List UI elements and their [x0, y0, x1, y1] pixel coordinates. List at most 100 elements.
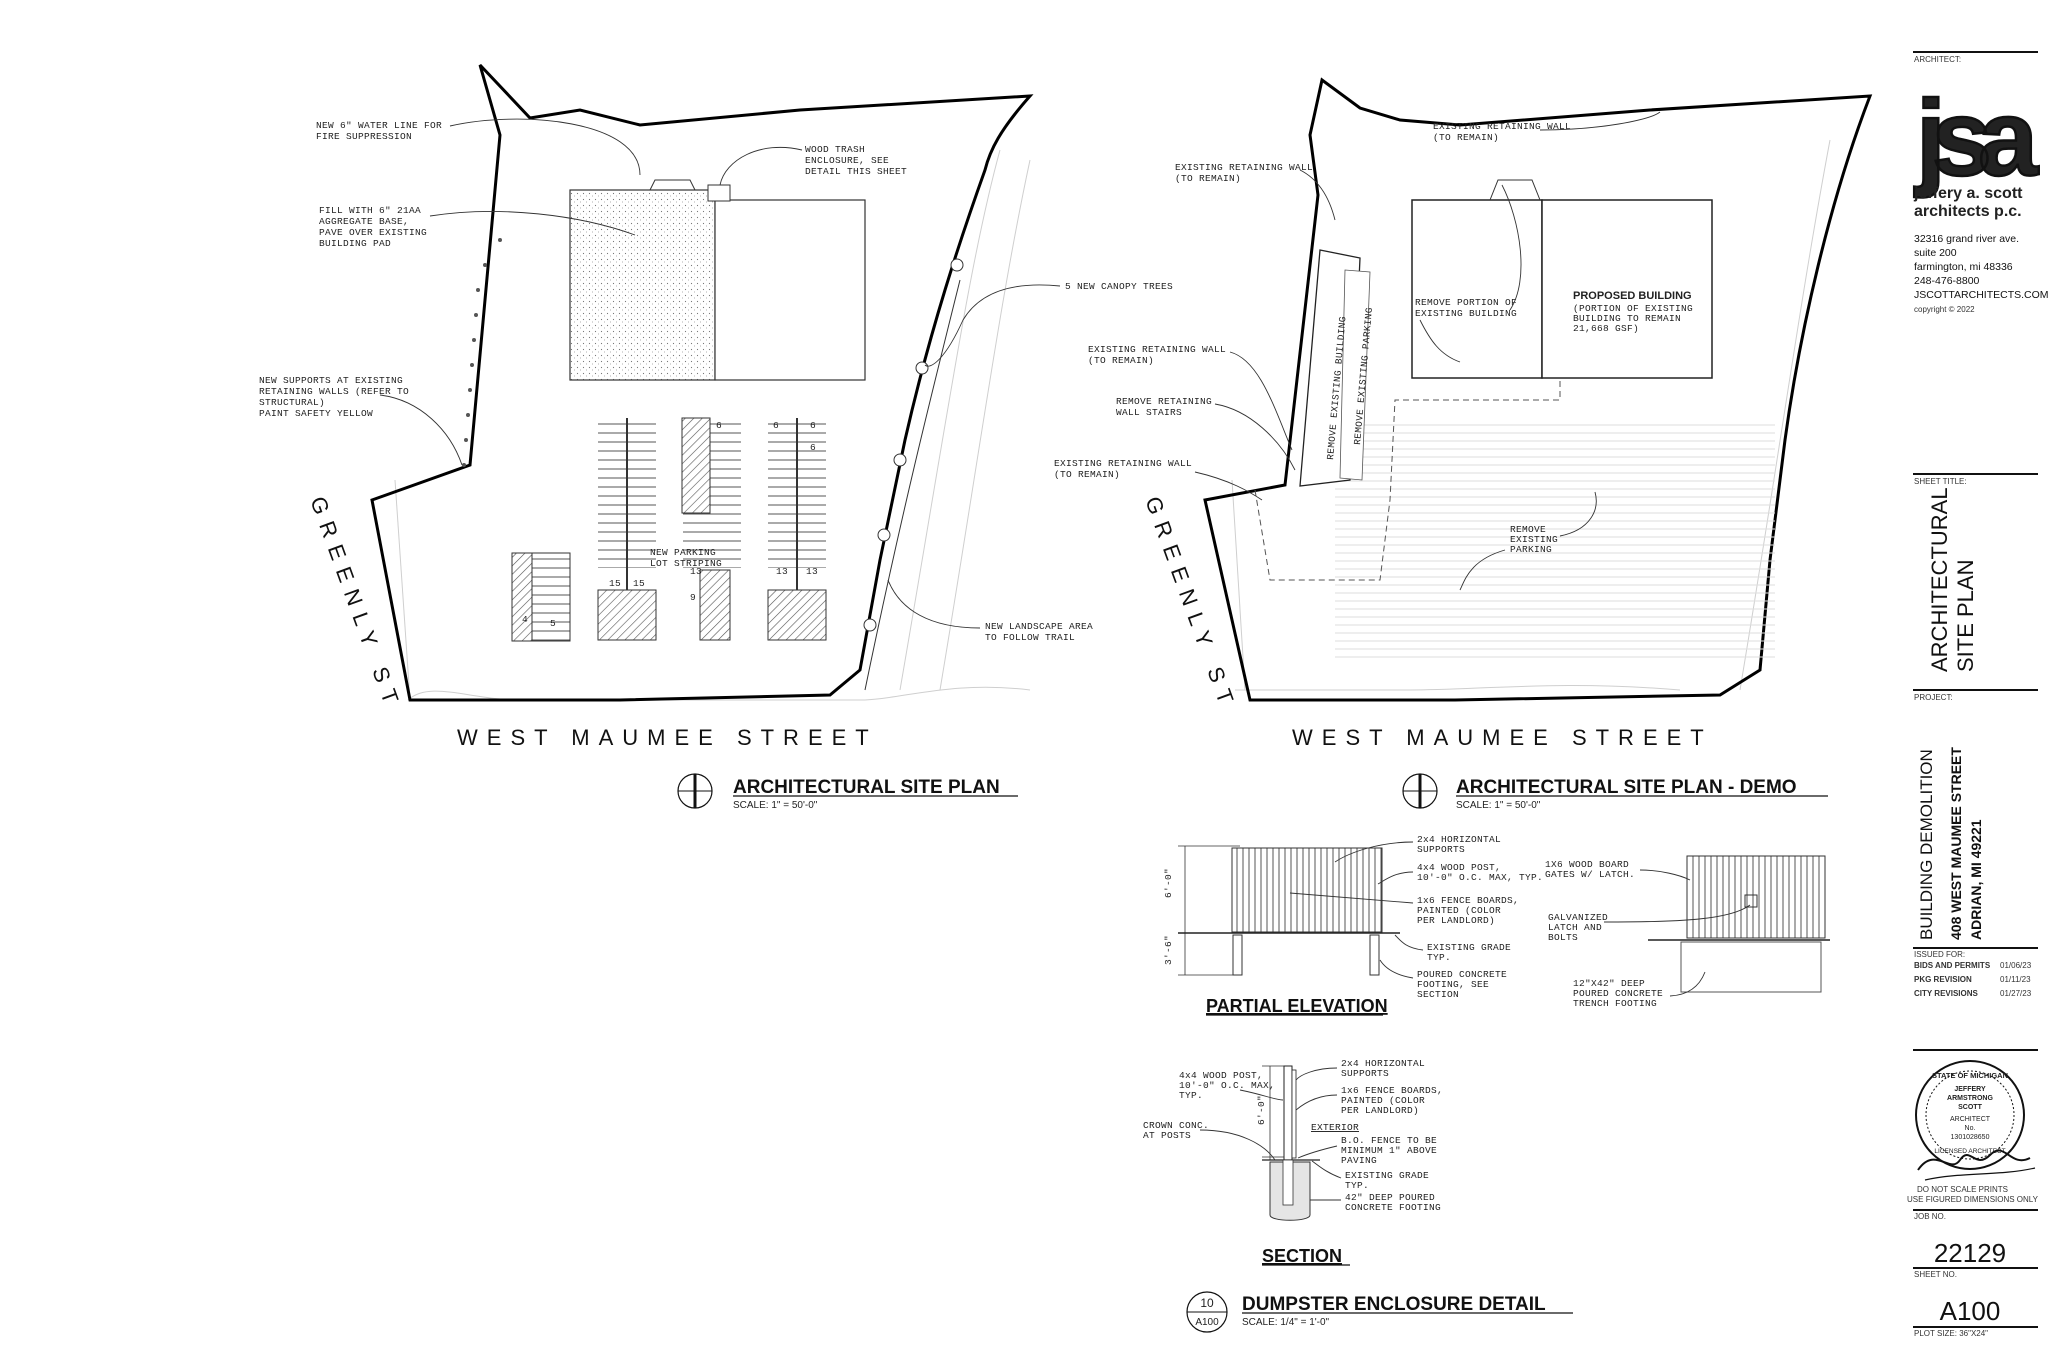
- note-text: POURED CONCRETE: [1573, 988, 1663, 999]
- note-text: PAINT SAFETY YELLOW: [259, 408, 373, 419]
- note-text: NEW LANDSCAPE AREA: [985, 621, 1093, 632]
- parking-rows: [511, 417, 827, 642]
- note-text: TRENCH FOOTING: [1573, 998, 1657, 1009]
- canopy-trees: [863, 258, 964, 632]
- dimension-text: 6'-0": [1256, 1095, 1267, 1125]
- property-line: [370, 63, 1034, 702]
- stall-count: 15: [633, 578, 645, 589]
- note-text: BOLTS: [1548, 932, 1578, 943]
- note-text: (TO REMAIN): [1054, 469, 1120, 480]
- firm-logo: jsa: [1913, 76, 2048, 200]
- note-text: TYP.: [1427, 952, 1451, 963]
- issue-item: PKG REVISION: [1914, 975, 1972, 984]
- sheet-title: ARCHITECTURAL: [1927, 487, 1952, 672]
- view-title: DUMPSTER ENCLOSURE DETAIL: [1242, 1294, 1546, 1315]
- issue-date: 01/06/23: [2000, 961, 2032, 970]
- note-text: PER LANDLORD): [1417, 915, 1495, 926]
- seal-text: ARCHITECT: [1950, 1116, 1991, 1123]
- note-text: PARKING: [1510, 544, 1552, 555]
- note-landscape: NEW LANDSCAPE AREA TO FOLLOW TRAIL: [887, 579, 1093, 643]
- note-text: WALL STAIRS: [1116, 407, 1182, 418]
- stall-count: 13: [776, 566, 788, 577]
- note-text: NEW 6" WATER LINE FOR: [316, 120, 442, 131]
- stall-count: 13: [690, 566, 702, 577]
- note-text: (TO REMAIN): [1175, 173, 1241, 184]
- trail-edge: [899, 149, 1001, 691]
- stall-count: 4: [522, 614, 528, 625]
- landscape-strip: [864, 279, 961, 691]
- signature: [1917, 1149, 2031, 1171]
- project-label: PROJECT:: [1914, 693, 1953, 702]
- title-block: ARCHITECT: jsa jeffery a. scott architec…: [1907, 51, 2048, 1338]
- note-text: 5 NEW CANOPY TREES: [1065, 281, 1173, 292]
- note-text: PAVING: [1341, 1155, 1377, 1166]
- note-text: 2x4 HORIZONTAL: [1341, 1058, 1425, 1069]
- note-text: TO FOLLOW TRAIL: [985, 632, 1075, 643]
- building-note: (PORTION OF EXISTING: [1573, 303, 1693, 314]
- sheet-title: SITE PLAN: [1953, 560, 1978, 672]
- note-text: PAVE OVER EXISTING: [319, 227, 427, 238]
- note-text: 10'-0" O.C. MAX,: [1179, 1080, 1275, 1091]
- note-text: NEW SUPPORTS AT EXISTING: [259, 375, 403, 386]
- note-retaining-top: EXISTING RETAINING WALL (TO REMAIN): [1433, 111, 1661, 143]
- note-text: EXISTING RETAINING WALL: [1175, 162, 1313, 173]
- note-text: STRUCTURAL): [259, 397, 325, 408]
- note-text: B.O. FENCE TO BE: [1341, 1135, 1437, 1146]
- trail-edge-outer: [939, 159, 1031, 691]
- note-text: EXISTING GRADE: [1345, 1170, 1429, 1181]
- note-text: REMOVE: [1510, 524, 1546, 535]
- firm-address: farmington, mi 48336: [1914, 261, 2013, 273]
- architect-seal: STATE OF MICHIGAN JEFFERY ARMSTRONG SCOT…: [1915, 1060, 2036, 1181]
- note-text: BUILDING PAD: [319, 238, 391, 249]
- note-text: AT POSTS: [1143, 1130, 1191, 1141]
- dimension-text: 6'-0": [1163, 868, 1174, 898]
- project-address: 408 WEST MAUMEE STREET: [1948, 747, 1964, 940]
- seal-text: SCOTT: [1958, 1104, 1982, 1111]
- building-notch: [649, 179, 696, 191]
- issue-list: BIDS AND PERMITS 01/06/23 PKG REVISION 0…: [1914, 961, 2032, 998]
- front-street-label: WEST MAUMEE STREET: [1292, 725, 1713, 750]
- view-title: ARCHITECTURAL SITE PLAN - DEMO: [1456, 777, 1797, 798]
- note-text: NEW PARKING: [650, 547, 716, 558]
- side-street-label: GREENLY ST: [1140, 493, 1241, 715]
- note-text: GATES W/ LATCH.: [1545, 869, 1635, 880]
- note-text: LATCH AND: [1548, 922, 1602, 933]
- project-address: ADRIAN, MI 49221: [1968, 819, 1984, 940]
- side-curb: [394, 479, 411, 701]
- issued-label: ISSUED FOR:: [1914, 950, 1965, 959]
- stall-count: 6: [773, 420, 779, 431]
- firm-website: JSCOTTARCHITECTS.COM: [1914, 289, 2048, 301]
- note-text: FILL WITH 6" 21AA: [319, 205, 421, 216]
- note-text: FIRE SUPPRESSION: [316, 131, 412, 142]
- note-retaining-low: EXISTING RETAINING WALL (TO REMAIN): [1054, 458, 1263, 501]
- property-line: [1203, 77, 1873, 702]
- section-title: SECTION: [1262, 1246, 1342, 1266]
- aggregate-pad: [569, 189, 716, 381]
- dumpster-title-block: 10 A100 DUMPSTER ENCLOSURE DETAIL SCALE:…: [1186, 1291, 1573, 1333]
- note-text: SECTION: [1417, 989, 1459, 1000]
- gate-elevation: 1X6 WOOD BOARD GATES W/ LATCH. GALVANIZE…: [1545, 855, 1830, 1009]
- note-text: SUPPORTS: [1341, 1068, 1389, 1079]
- note-text: EXTERIOR: [1311, 1122, 1359, 1133]
- dumpster-detail: 6'-0" 3'-6" 2x4 HORIZONTAL SUPPORTS 4x4 …: [1143, 834, 1830, 1333]
- gate-boards: [1686, 855, 1826, 939]
- note-trash-enclosure: WOOD TRASH ENCLOSURE, SEE DETAIL THIS SH…: [719, 144, 907, 186]
- note-remove-portion: REMOVE PORTION OF EXISTING BUILDING: [1415, 184, 1522, 363]
- stall-count: 6: [716, 420, 722, 431]
- existing-parking-ghost: [1335, 420, 1775, 660]
- elevation-title: PARTIAL ELEVATION: [1206, 996, 1388, 1016]
- post-footing: [1232, 934, 1243, 976]
- note-text: CONCRETE FOOTING: [1345, 1202, 1441, 1213]
- view-scale: SCALE: 1/4" = 1'-0": [1242, 1317, 1330, 1328]
- note-text: TYP.: [1345, 1180, 1369, 1191]
- note-text: TYP.: [1179, 1090, 1203, 1101]
- dimension-text: 3'-6": [1163, 935, 1174, 965]
- firm-phone: 248-476-8800: [1914, 275, 1980, 287]
- sheet-number: A100: [1940, 1296, 2001, 1326]
- view-scale: SCALE: 1" = 50'-0": [1456, 800, 1541, 811]
- latch: [1744, 894, 1758, 908]
- note-canopy-trees: 5 NEW CANOPY TREES: [924, 281, 1173, 367]
- note-text: 1X6 WOOD BOARD: [1545, 859, 1629, 870]
- partial-elevation: 6'-0" 3'-6" 2x4 HORIZONTAL SUPPORTS 4x4 …: [1163, 834, 1543, 1016]
